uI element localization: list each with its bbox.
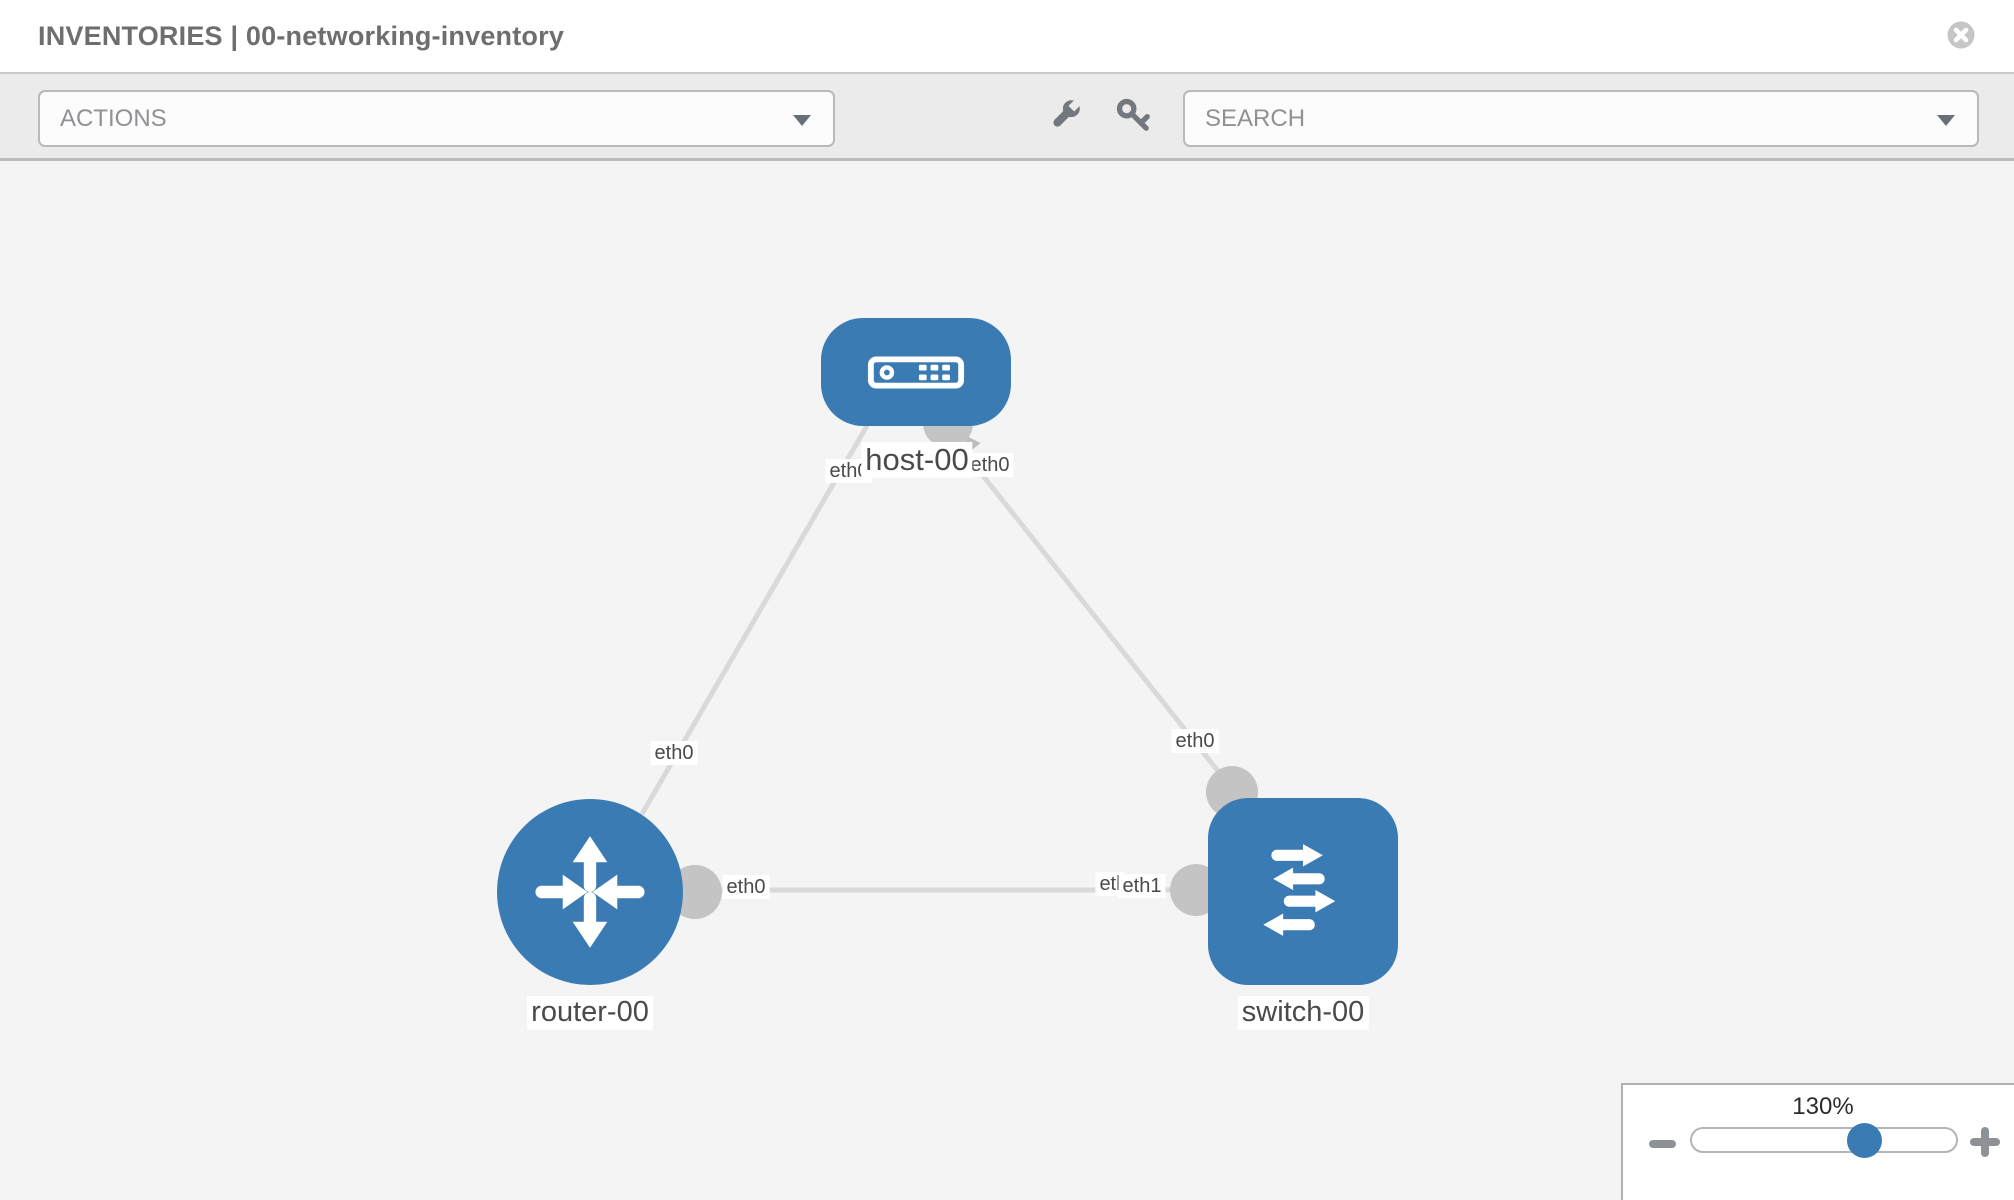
- chevron-down-icon: [793, 115, 811, 126]
- close-icon: [1947, 21, 1975, 49]
- credentials-button[interactable]: [1114, 96, 1152, 134]
- node-switch-00[interactable]: [1208, 798, 1398, 985]
- page-title: INVENTORIES | 00-networking-inventory: [38, 21, 565, 51]
- zoom-percent-label: 130%: [1792, 1093, 1854, 1120]
- toolbar: ACTIONS SEARCH: [0, 74, 2014, 161]
- configure-button[interactable]: [1046, 96, 1084, 134]
- zoom-slider-track[interactable]: [1690, 1127, 1958, 1153]
- chevron-down-icon: [1937, 115, 1955, 126]
- link-host-00_router-00[interactable]: [639, 422, 871, 816]
- link-host-00_switch-00[interactable]: [943, 426, 1235, 792]
- header: INVENTORIES | 00-networking-inventory: [0, 0, 2014, 74]
- zoom-in-button[interactable]: [1970, 1127, 2000, 1157]
- key-icon: [1116, 98, 1150, 131]
- actions-dropdown-label: ACTIONS: [60, 105, 167, 132]
- zoom-control-panel: 130%: [1621, 1083, 2014, 1200]
- close-button[interactable]: [1944, 18, 1978, 52]
- search-dropdown[interactable]: SEARCH: [1183, 90, 1979, 147]
- zoom-out-button[interactable]: [1649, 1140, 1676, 1148]
- zoom-slider-thumb[interactable]: [1847, 1123, 1882, 1158]
- wrench-icon: [1053, 98, 1082, 127]
- node-host-00[interactable]: [821, 318, 1011, 426]
- search-placeholder: SEARCH: [1205, 105, 1306, 132]
- actions-dropdown[interactable]: ACTIONS: [38, 90, 835, 147]
